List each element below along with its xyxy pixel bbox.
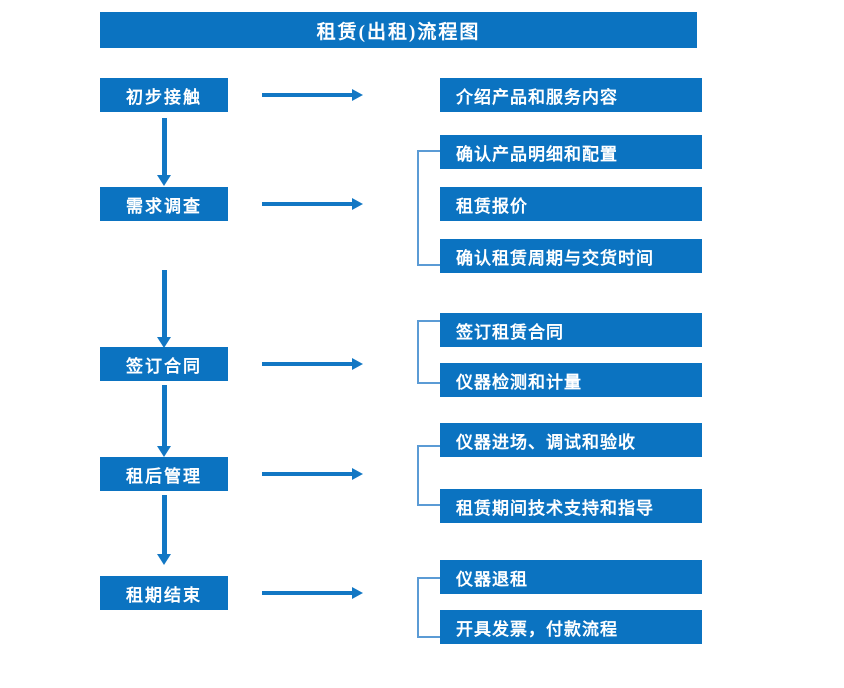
arrow-head-icon [352,468,363,480]
arrow-head-icon [352,358,363,370]
arrow-right-5 [262,587,363,599]
arrow-shaft [262,591,354,595]
arrow-down-2 [157,270,171,348]
arrow-shaft [162,118,167,175]
arrow-down-3 [157,385,171,457]
stage-node-4[interactable]: 租后管理 [100,457,228,491]
arrow-right-2 [262,198,363,210]
arrow-head-icon [352,587,363,599]
diagram-title: 租赁(出租)流程图 [100,12,697,48]
arrow-head-icon [157,554,171,565]
arrow-shaft [262,202,354,206]
detail-node-3-2[interactable]: 仪器检测和计量 [440,363,702,397]
bracket-group-2 [417,150,440,266]
stage-node-5[interactable]: 租期结束 [100,576,228,610]
detail-node-4-1[interactable]: 仪器进场、调试和验收 [440,423,702,457]
detail-node-5-1[interactable]: 仪器退租 [440,560,702,594]
bracket-group-5 [417,577,440,638]
arrow-head-icon [352,198,363,210]
arrow-head-icon [157,337,171,348]
arrow-shaft [162,385,167,446]
detail-node-3-1[interactable]: 签订租赁合同 [440,313,702,347]
arrow-head-icon [157,175,171,186]
detail-node-4-2[interactable]: 租赁期间技术支持和指导 [440,489,702,523]
arrow-shaft [162,495,167,554]
arrow-shaft [262,472,354,476]
arrow-right-3 [262,358,363,370]
detail-node-1-1[interactable]: 介绍产品和服务内容 [440,78,702,112]
arrow-head-icon [352,89,363,101]
detail-node-2-2[interactable]: 租赁报价 [440,187,702,221]
stage-node-2[interactable]: 需求调查 [100,187,228,221]
bracket-group-3 [417,320,440,384]
bracket-group-4 [417,445,440,506]
arrow-shaft [162,270,167,337]
arrow-head-icon [157,446,171,457]
arrow-down-4 [157,495,171,565]
detail-node-2-3[interactable]: 确认租赁周期与交货时间 [440,239,702,273]
detail-node-2-1[interactable]: 确认产品明细和配置 [440,135,702,169]
arrow-right-1 [262,89,363,101]
arrow-down-1 [157,118,171,186]
detail-node-5-2[interactable]: 开具发票，付款流程 [440,610,702,644]
stage-node-1[interactable]: 初步接触 [100,78,228,112]
arrow-right-4 [262,468,363,480]
arrow-shaft [262,93,354,97]
stage-node-3[interactable]: 签订合同 [100,347,228,381]
arrow-shaft [262,362,354,366]
